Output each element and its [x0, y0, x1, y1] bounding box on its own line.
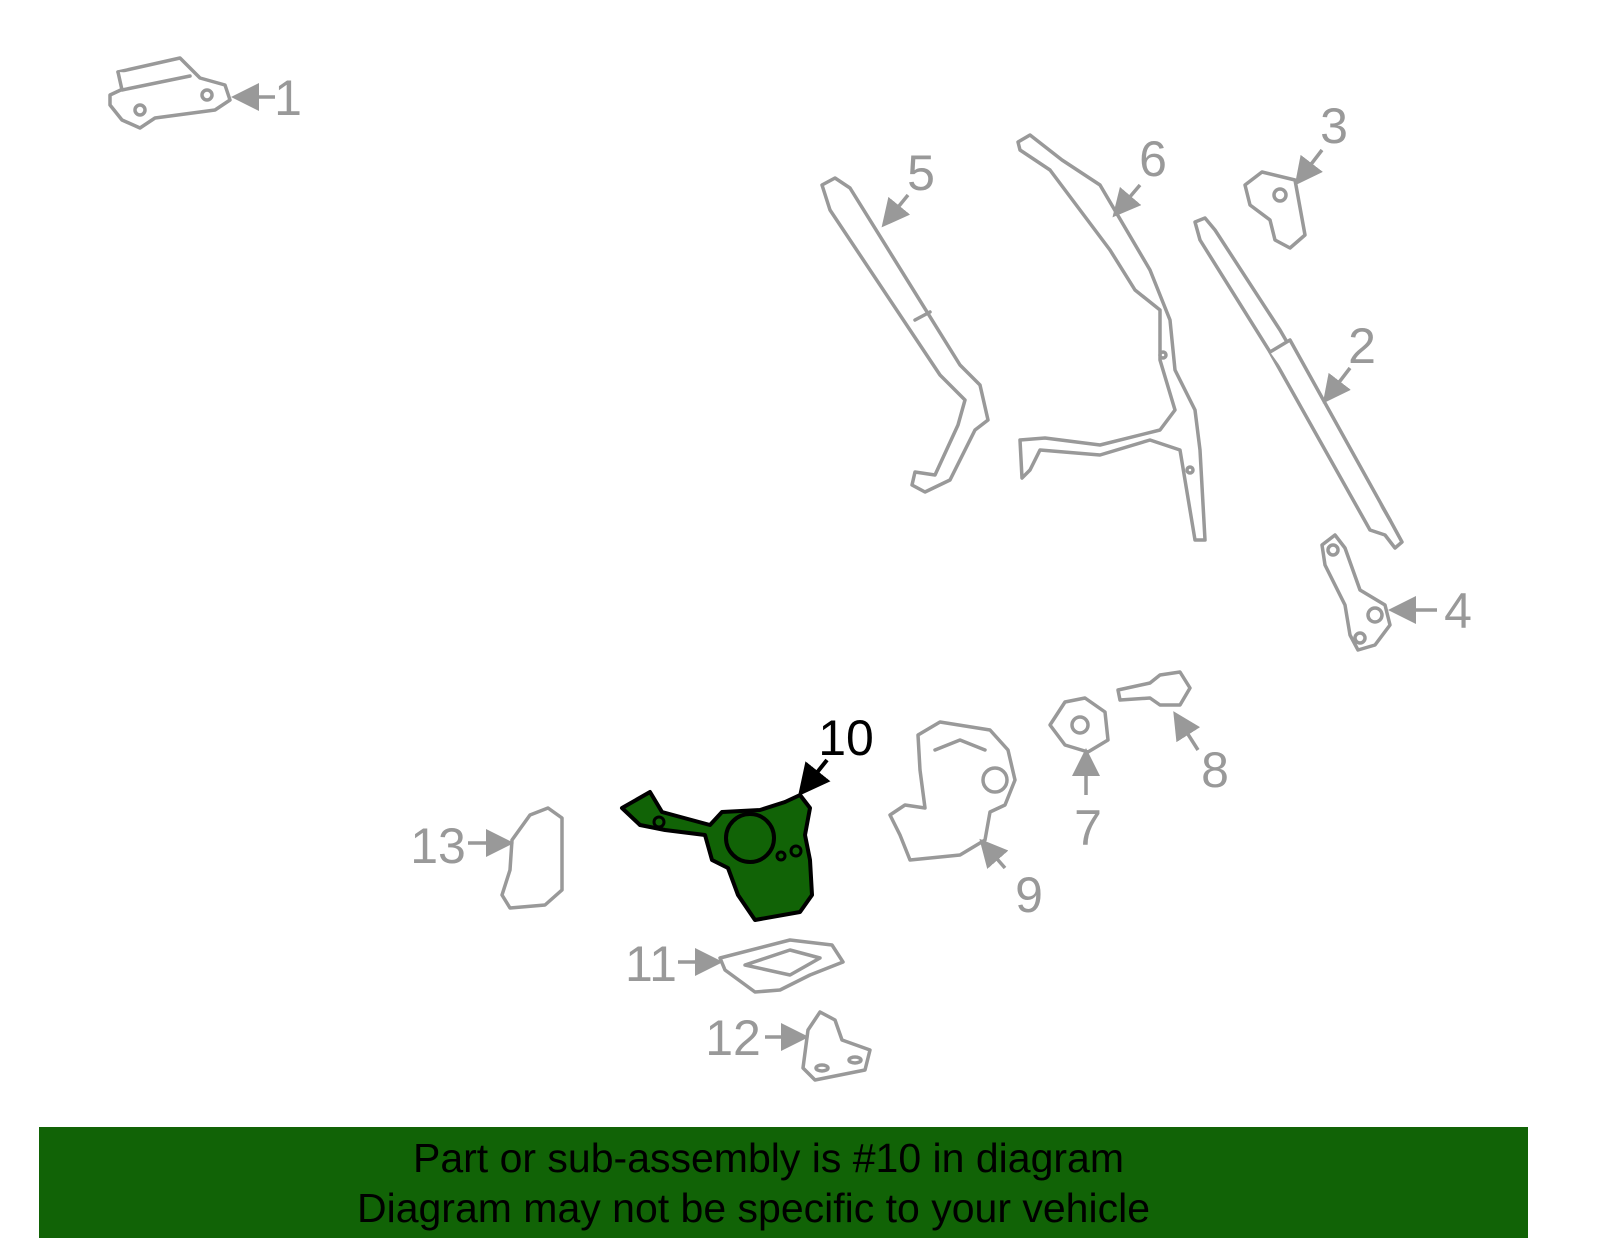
part-1-bracket[interactable]: [108, 56, 232, 130]
info-banner: Part or sub-assembly is #10 in diagram D…: [39, 1127, 1528, 1238]
callout-6[interactable]: 6: [1139, 131, 1167, 187]
callout-7[interactable]: 7: [1074, 800, 1102, 856]
part-3-bracket[interactable]: [1243, 170, 1307, 250]
part-12-striker[interactable]: [801, 1010, 872, 1082]
part-11-cover[interactable]: [718, 938, 845, 994]
part-7-nut[interactable]: [1048, 696, 1110, 754]
callout-11[interactable]: 11: [625, 936, 677, 992]
callout-12[interactable]: 12: [705, 1010, 761, 1066]
banner-line-2: Diagram may not be specific to your vehi…: [356, 1185, 1150, 1231]
callout-1[interactable]: 1: [274, 70, 302, 126]
callout-arrows: [231, 83, 1437, 1051]
callout-9[interactable]: 9: [1015, 867, 1043, 923]
part-8-bolt[interactable]: [1116, 670, 1192, 707]
callout-4[interactable]: 4: [1444, 583, 1472, 639]
callout-10[interactable]: 10: [818, 710, 874, 766]
part-10-actuator[interactable]: [620, 790, 814, 922]
part-13-bumper[interactable]: [500, 806, 564, 910]
part-9-latch[interactable]: [888, 720, 1017, 862]
callout-13[interactable]: 13: [410, 818, 466, 874]
part-6-arm[interactable]: [1016, 133, 1207, 542]
banner-line-1: Part or sub-assembly is #10 in diagram: [413, 1135, 1124, 1181]
callout-2[interactable]: 2: [1348, 318, 1376, 374]
part-5-strut[interactable]: [820, 176, 990, 494]
callout-5[interactable]: 5: [907, 145, 935, 201]
callout-3[interactable]: 3: [1320, 98, 1348, 154]
callout-8[interactable]: 8: [1201, 742, 1229, 798]
part-2-strut[interactable]: [1193, 216, 1404, 550]
part-4-link[interactable]: [1320, 533, 1392, 652]
